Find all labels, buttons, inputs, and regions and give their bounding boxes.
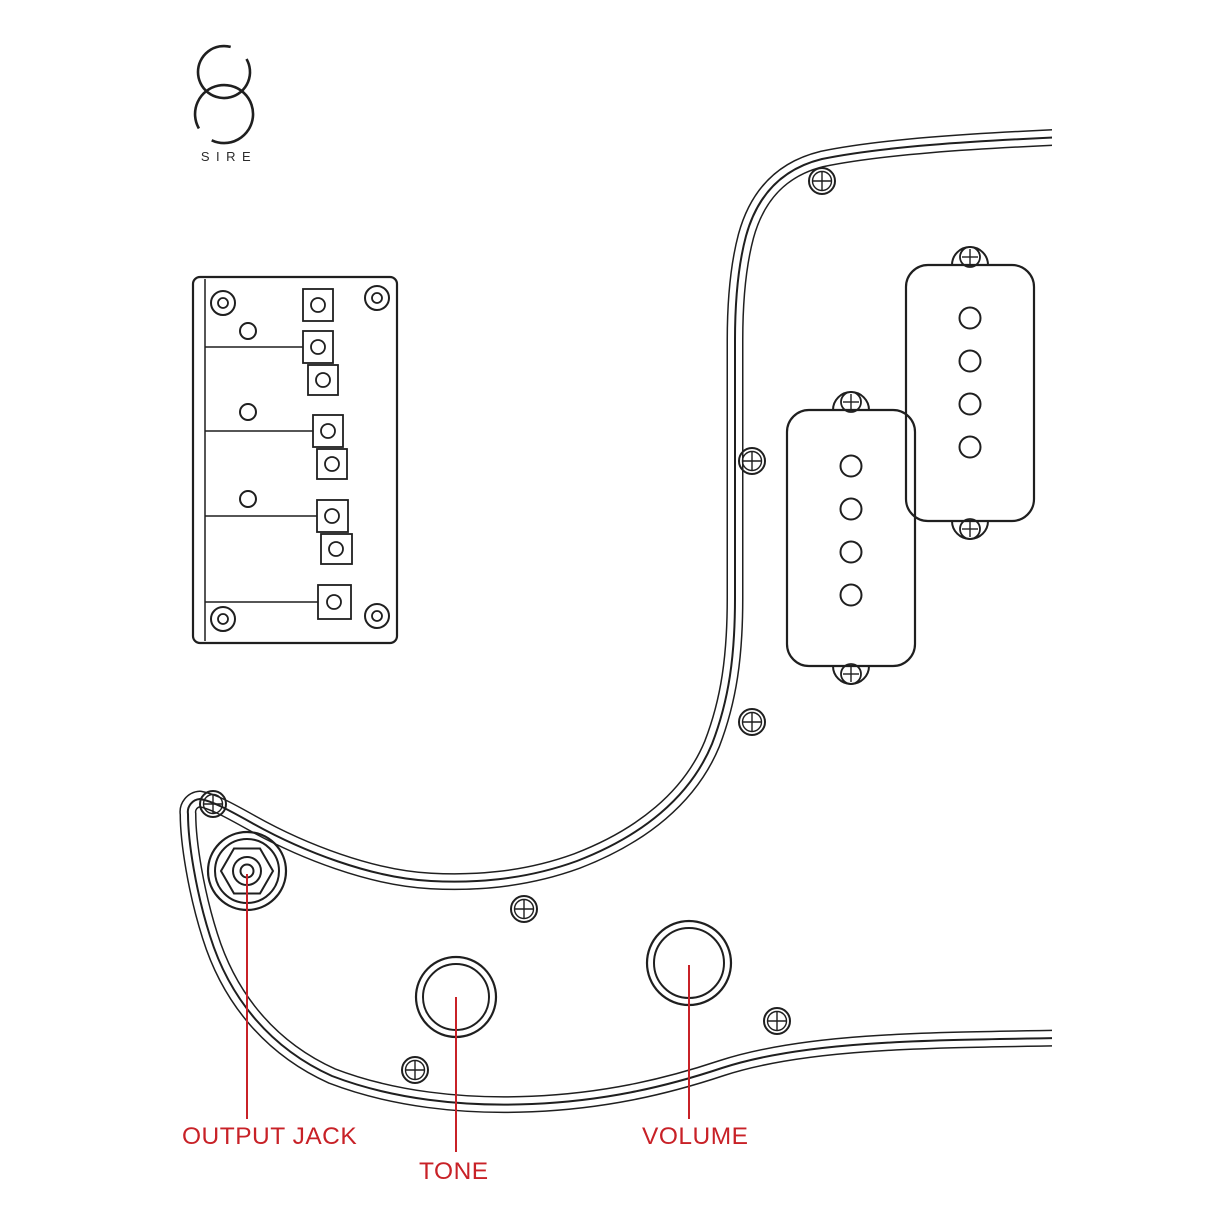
- string-hole-icon: [239, 322, 257, 508]
- pole-pieces: [839, 454, 863, 607]
- right-margin-mask: [1052, 0, 1214, 1214]
- bridge-assembly: [191, 275, 399, 645]
- pickguard: [188, 137, 1066, 1105]
- bridge-screw-icon: [210, 285, 390, 632]
- split-coil-pickup-lower: [785, 391, 917, 685]
- screw-icon: [738, 447, 766, 475]
- bridge-strings: [205, 346, 318, 603]
- logo-wordmark: SIRE: [201, 149, 257, 164]
- pickup-screw-icon: [840, 663, 862, 685]
- pickguard-screws: [199, 167, 836, 1084]
- screw-icon: [808, 167, 836, 195]
- bridge-plate: [191, 275, 399, 645]
- annotation-volume: VOLUME: [642, 965, 748, 1150]
- jack-nut: [219, 847, 275, 895]
- screw-icon: [738, 708, 766, 736]
- brand-logo: SIRE: [193, 44, 257, 164]
- pickup-cover: [785, 408, 917, 668]
- pickup-screw-icon: [840, 391, 862, 413]
- screw-icon: [199, 790, 227, 818]
- logo-s-mark: [193, 44, 255, 145]
- screw-icon: [510, 895, 538, 923]
- pickup-screw-icon: [959, 246, 981, 268]
- pole-pieces: [958, 306, 982, 459]
- tone-label: TONE: [419, 1158, 489, 1185]
- split-coil-pickup-upper: [904, 246, 1036, 540]
- pickup-screw-icon: [959, 518, 981, 540]
- screw-icon: [401, 1056, 429, 1084]
- output-jack-label: OUTPUT JACK: [182, 1123, 357, 1150]
- screw-icon: [763, 1007, 791, 1035]
- annotation-tone: TONE: [419, 997, 489, 1185]
- volume-label: VOLUME: [642, 1123, 748, 1150]
- bridge-saddles: [302, 288, 353, 620]
- annotation-output-jack: OUTPUT JACK: [182, 874, 357, 1150]
